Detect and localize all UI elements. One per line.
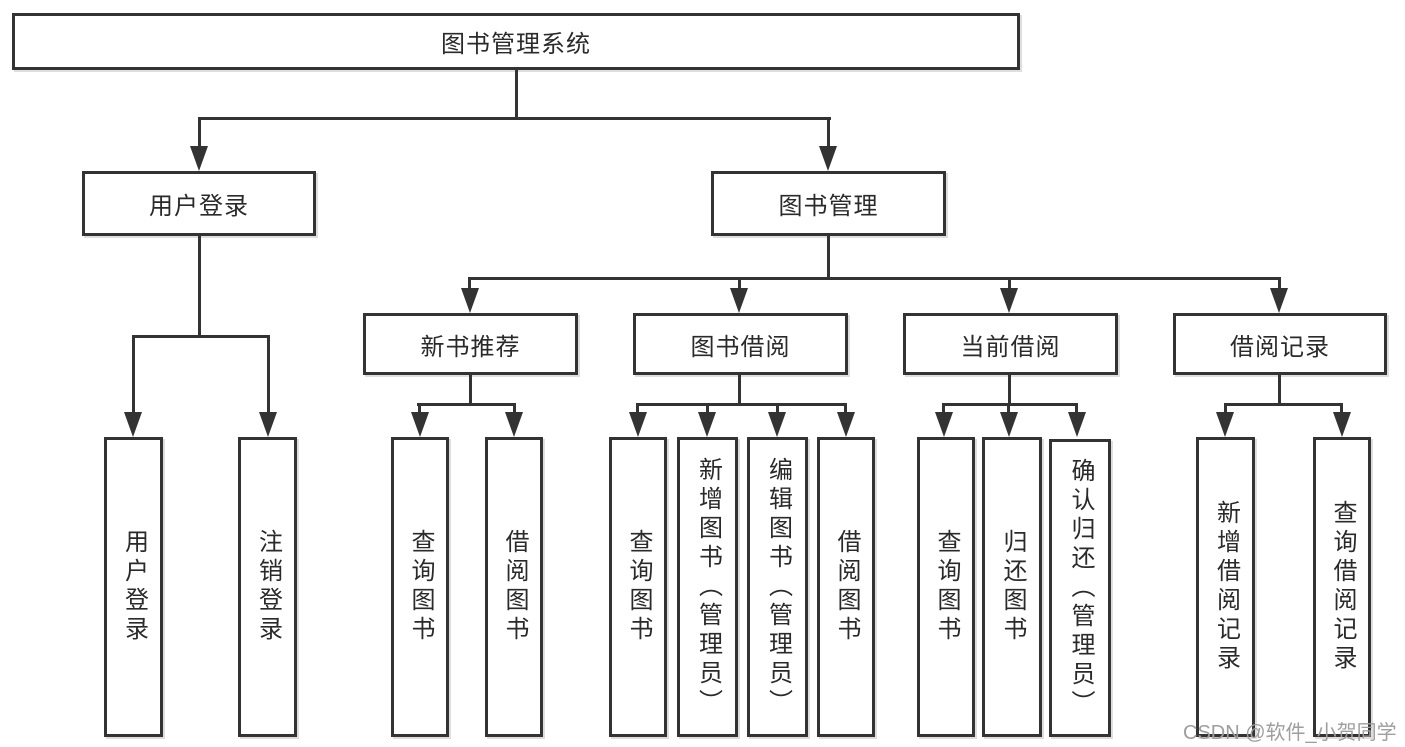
node-user-login-label: 用户登录 <box>149 193 249 220</box>
arrowhead-query-books-2 <box>629 412 647 437</box>
leaf-return-book-label: 归还图书 <box>999 529 1026 645</box>
node-book-borrow-label: 图书借阅 <box>690 333 791 361</box>
arrowhead-leaf-logout <box>259 412 277 437</box>
connector-book-mgmt-stem-1 <box>468 277 471 291</box>
connector-newbook-stub <box>469 375 472 406</box>
leaf-borrow-books-1-label: 借阅图书 <box>501 529 528 645</box>
connector-newbook-stem-2 <box>513 403 516 415</box>
connector-user-login-stub <box>198 236 201 338</box>
leaf-return-book: 归还图书 <box>982 437 1042 737</box>
node-new-book-recommend: 新书推荐 <box>363 313 578 375</box>
connector-records-stem-1 <box>1224 403 1227 415</box>
arrowhead-new-book-recommend <box>461 288 479 313</box>
node-borrow-records-label: 借阅记录 <box>1230 333 1330 361</box>
leaf-borrow-books-1: 借阅图书 <box>485 437 543 737</box>
node-root: 图书管理系统 <box>12 13 1020 70</box>
arrowhead-current-borrow <box>1000 288 1018 313</box>
leaf-query-books-3-label: 查询图书 <box>933 529 960 645</box>
leaf-add-borrow-record-label: 新增借阅记录 <box>1212 500 1240 674</box>
connector-user-login-stem-2 <box>267 335 270 415</box>
connector-records-stub <box>1278 375 1281 406</box>
leaf-borrow-books-2: 借阅图书 <box>817 437 875 737</box>
arrowhead-borrow-books-1 <box>505 412 523 437</box>
node-user-login: 用户登录 <box>82 171 316 236</box>
connector-root-rail <box>198 117 831 120</box>
leaf-query-books-1: 查询图书 <box>391 437 449 737</box>
connector-current-stem-1 <box>942 403 945 415</box>
connector-borrow-stem-1 <box>636 403 639 415</box>
leaf-query-books-2: 查询图书 <box>609 437 667 737</box>
arrowhead-user-login <box>190 146 208 171</box>
connector-root-left-stem <box>198 117 201 149</box>
node-book-management: 图书管理 <box>711 171 946 236</box>
connector-current-stem-3 <box>1075 403 1078 415</box>
leaf-edit-book-admin-label: 编辑图书（管理员） <box>764 456 792 718</box>
connector-current-rail <box>942 403 1078 406</box>
arrowhead-book-management <box>819 146 837 171</box>
connector-book-mgmt-stem-4 <box>1278 277 1281 291</box>
leaf-confirm-return-admin: 确认归还（管理员） <box>1049 439 1111 737</box>
arrowhead-add-borrow-record <box>1216 412 1234 437</box>
arrowhead-book-borrow <box>730 288 748 313</box>
connector-root-stub <box>515 70 518 118</box>
connector-root-right-stem <box>827 117 830 149</box>
node-book-management-label: 图书管理 <box>778 193 879 220</box>
leaf-query-books-3: 查询图书 <box>917 437 975 737</box>
connector-borrow-stem-4 <box>844 403 847 415</box>
arrowhead-borrow-records <box>1270 288 1288 313</box>
leaf-edit-book-admin: 编辑图书（管理员） <box>747 437 808 737</box>
arrowhead-query-borrow-record <box>1333 412 1351 437</box>
connector-borrow-stub <box>738 375 741 406</box>
arrowhead-borrow-books-2 <box>837 412 855 437</box>
node-root-label: 图书管理系统 <box>441 31 591 58</box>
leaf-borrow-books-2-label: 借阅图书 <box>833 529 860 645</box>
leaf-add-book-admin: 新增图书（管理员） <box>677 437 738 737</box>
connector-borrow-rail <box>636 403 847 406</box>
arrowhead-query-books-3 <box>935 412 953 437</box>
node-current-borrow: 当前借阅 <box>903 313 1118 375</box>
connector-current-stem-2 <box>1007 403 1010 415</box>
leaf-add-borrow-record: 新增借阅记录 <box>1196 437 1255 737</box>
connector-borrow-stem-2 <box>706 403 709 415</box>
leaf-user-login: 用户登录 <box>104 437 163 737</box>
connector-records-rail <box>1224 403 1342 406</box>
arrowhead-confirm-return-admin <box>1068 412 1086 437</box>
connector-book-mgmt-stem-3 <box>1008 277 1011 291</box>
connector-book-mgmt-stub <box>827 236 830 280</box>
leaf-confirm-return-admin-label: 确认归还（管理员） <box>1067 457 1094 719</box>
arrowhead-leaf-user-login <box>124 412 142 437</box>
connector-newbook-rail <box>417 403 516 406</box>
connector-book-mgmt-stem-2 <box>738 277 741 291</box>
connector-newbook-stem-1 <box>418 403 421 415</box>
connector-book-mgmt-rail <box>469 277 1281 280</box>
leaf-logout: 注销登录 <box>238 437 297 737</box>
connector-records-stem-2 <box>1340 403 1343 415</box>
node-new-book-recommend-label: 新书推荐 <box>420 333 521 361</box>
arrowhead-add-book-admin <box>698 412 716 437</box>
connector-user-login-stem-1 <box>132 335 135 415</box>
leaf-query-borrow-record-label: 查询借阅记录 <box>1329 500 1356 674</box>
arrowhead-edit-book-admin <box>768 412 786 437</box>
node-book-borrow: 图书借阅 <box>633 313 848 375</box>
connector-borrow-stem-3 <box>776 403 779 415</box>
arrowhead-query-books-1 <box>411 412 429 437</box>
node-current-borrow-label: 当前借阅 <box>960 333 1061 361</box>
leaf-query-books-2-label: 查询图书 <box>625 529 652 645</box>
connector-user-login-rail <box>132 335 270 338</box>
leaf-user-login-label: 用户登录 <box>120 529 148 645</box>
leaf-logout-label: 注销登录 <box>254 529 282 645</box>
leaf-add-book-admin-label: 新增图书（管理员） <box>694 456 722 718</box>
leaf-query-borrow-record: 查询借阅记录 <box>1313 437 1371 737</box>
arrowhead-return-book <box>1000 412 1018 437</box>
node-borrow-records: 借阅记录 <box>1173 313 1387 375</box>
connector-current-stub <box>1008 375 1011 406</box>
leaf-query-books-1-label: 查询图书 <box>407 529 434 645</box>
csdn-watermark: CSDN @软件_小贺同学 <box>1183 722 1397 744</box>
